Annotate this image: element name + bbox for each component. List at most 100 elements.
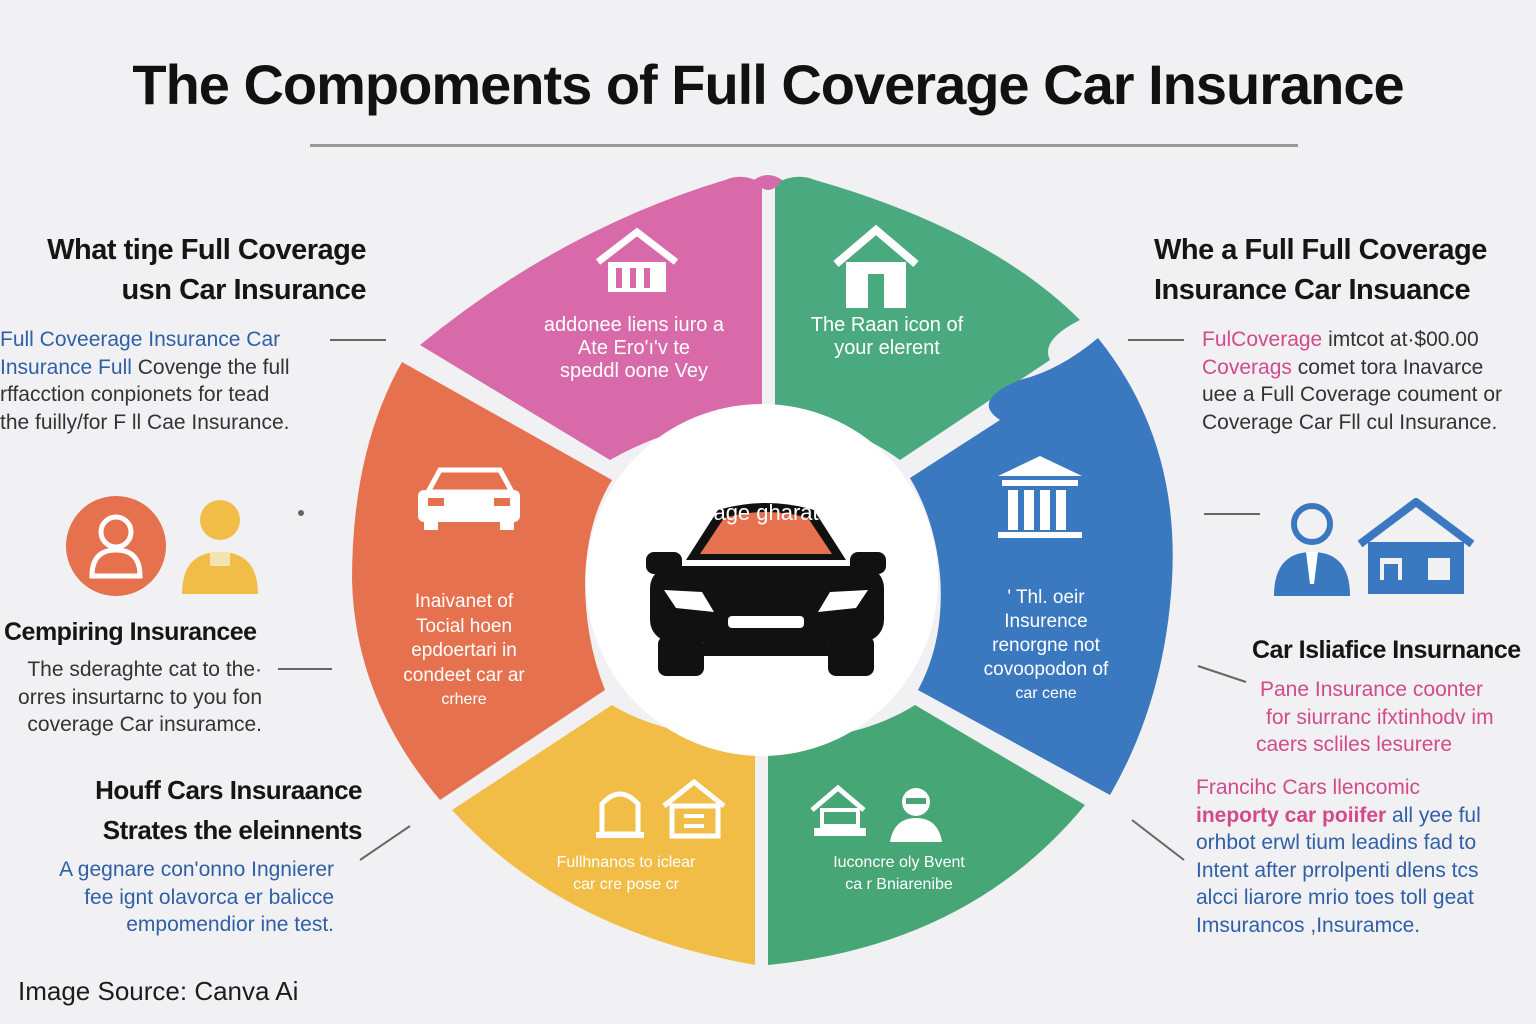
- right-side-icons: [1274, 498, 1475, 596]
- left-text-2-line3: coverage Car insuramce.: [27, 713, 262, 736]
- house-doc-icon: [662, 778, 726, 839]
- right-text-2: Pane Insurance coonter for siurranc ifxt…: [1254, 676, 1494, 759]
- right-text-1: FulCoverage imtcot at·$00.00 Coverags co…: [1202, 326, 1502, 436]
- left-text-1: Full Coveerage Insurance Car Insurance F…: [0, 326, 290, 436]
- wheel-text-blue-line3: renorgne not: [992, 635, 1100, 656]
- right-heading-1-line2: Insurance Car Insuance: [1154, 274, 1471, 306]
- left-heading-1-line1: What tiŋe Full Coverage: [47, 234, 366, 266]
- wheel-text-green2-line2: ca r Bniarenibe: [845, 876, 953, 893]
- wheel-text-yellow: Fullhnanos to iclear car cre pose cr: [510, 852, 742, 896]
- wheel-segment-blue: [910, 338, 1173, 795]
- left-heading-3: Houff Cars Insuraance Strates the eleinn…: [0, 770, 362, 850]
- right-text-3-line6: Imsurancos ,Insuramce.: [1196, 913, 1421, 937]
- agent-icon: [890, 788, 942, 842]
- connector-line: [1131, 819, 1185, 861]
- right-heading-1: Whe a Full Full Coverage Insurance Car I…: [1154, 230, 1487, 310]
- mailbox-icon: [596, 791, 644, 838]
- wheel-text-orange-line1: Inaivanet of: [414, 591, 514, 612]
- wheel-text-blue-line5: car cene: [1015, 685, 1077, 702]
- right-text-3-line4: Intent after prrolpenti dlens tcs: [1196, 858, 1479, 882]
- wheel-text-orange-line4: condeet car ar: [403, 664, 525, 686]
- left-heading-2: Cempiring Insurancee: [4, 618, 257, 646]
- wheel-text-blue: ' Thl. oeir Insurence renorgne not covoo…: [950, 586, 1142, 706]
- left-side-icons: [66, 496, 258, 596]
- house-icon: [595, 227, 679, 292]
- connector-dot: [298, 510, 304, 516]
- person-tie-icon: [1274, 503, 1350, 596]
- house-icon: [1357, 498, 1475, 594]
- house-laptop-icon: [810, 784, 866, 836]
- right-text-3: Francihc Cars llencomic ineporty car poi…: [1196, 774, 1481, 939]
- right-text-1-line3: uee a Full Coverage coument or: [1202, 383, 1502, 406]
- page-title: The Compoments of Full Coverage Car Insu…: [132, 53, 1404, 116]
- right-text-3-line5: alcci liarore mrio toes toll geat: [1196, 886, 1474, 909]
- left-heading-3-line1: Houff Cars Insuraance: [95, 775, 362, 805]
- wheel-text-orange-line3: epdoertari in: [411, 640, 517, 661]
- car-front-icon: [418, 467, 520, 530]
- wheel-text-pink-line2: Ate Ero'ı'v te: [577, 337, 691, 359]
- left-text-1-line3: rffacction conpionets for tead: [0, 383, 270, 406]
- left-text-1-line4: the fuilly/for F ll Cae Insurance.: [0, 410, 290, 434]
- agent-icon: [182, 500, 258, 594]
- person-circle-icon: [66, 496, 166, 596]
- connector-line: [330, 339, 386, 341]
- left-text-3: A gegnare con'onno Ingnierer fee ignt ol…: [0, 856, 334, 939]
- connector-line: [1128, 339, 1184, 341]
- left-text-3-line2: fee ignt olavorca er balicce: [84, 885, 334, 909]
- wheel-segment-pink: [420, 176, 762, 461]
- left-heading-3-line2: Strates the eleinnents: [102, 815, 363, 845]
- left-text-1-line2b: Covenge the full: [131, 355, 290, 379]
- right-text-2-line2: for siurranc ifxtinhodv im: [1266, 705, 1494, 729]
- connector-line: [359, 825, 411, 861]
- left-heading-1: What tiŋe Full Coverage usn Car Insuranc…: [0, 230, 366, 310]
- right-heading-1-line1: Whe a Full Full Coverage: [1154, 234, 1487, 266]
- wheel-text-blue-line4: covoopodon of: [983, 659, 1109, 680]
- wheel-text-blue-line1: ' Thl. oeir: [1007, 587, 1085, 608]
- wheel-text-green2-line1: Iuconcre oly Bvent: [833, 854, 965, 871]
- wheel-text-orange-line2: Tocial hoen: [415, 615, 513, 637]
- wheel-text-green2: Iuconcre oly Bvent ca r Bniarenibe: [786, 852, 1012, 896]
- left-text-3-line1: A gegnare con'onno Ingnierer: [59, 858, 334, 881]
- coverage-wheel: [352, 175, 1173, 965]
- wheel-text-pink: addonee liens iuro a Ate Ero'ı'v te sped…: [506, 314, 762, 383]
- wheel-text-orange-line5: crhere: [441, 691, 487, 708]
- left-text-2-line2: orres insurtarnc to you fon: [18, 685, 262, 709]
- left-heading-1-line2: usn Car Insurance: [121, 274, 366, 306]
- right-heading-2: Car Isliafice Insurnance: [1252, 636, 1521, 664]
- wheel-text-pink-line3: speddl oone Vey: [560, 360, 708, 382]
- left-text-1-line2a: Insurance Full: [0, 355, 132, 379]
- right-text-1-line1b: imtcot at·$00.00: [1322, 328, 1479, 351]
- wheel-text-yellow-line1: Fullhnanos to iclear: [556, 854, 696, 871]
- wheel-segment-orange: [352, 362, 612, 800]
- wheel-text-yellow-line2: car cre pose cr: [573, 876, 679, 893]
- wheel-text-pink-line1: addonee liens iuro a: [543, 314, 725, 336]
- home-icon: [833, 224, 919, 308]
- right-text-1-line2b: comet tora Inavarce: [1291, 355, 1484, 379]
- left-text-2: The sderaghte cat to the· orres insurtar…: [0, 656, 262, 739]
- bank-icon: [998, 456, 1082, 538]
- right-text-2-line1: Pane Insurance coonter: [1260, 678, 1483, 701]
- right-text-1-line1a: FulCoverage: [1202, 328, 1323, 351]
- wheel-top-notch: [754, 175, 782, 190]
- wheel-text-blue-line2: Insurence: [1004, 611, 1088, 632]
- right-text-3-line3: orhbot erwl tium leadins fad to: [1196, 831, 1477, 854]
- connector-line: [1204, 513, 1260, 515]
- wheel-text-green-line1: The Raan icon of: [810, 314, 964, 336]
- title-divider: [310, 144, 1298, 147]
- wheel-center-text: nage gharatı: [701, 500, 825, 525]
- right-text-3-line1: Francihc Cars llencomic: [1196, 776, 1421, 799]
- car-icon: [646, 503, 886, 676]
- connector-line: [1197, 665, 1247, 683]
- right-text-2-line3: caers scliles lesurere: [1256, 733, 1453, 756]
- right-text-3-line2a: ineporty car poiifer: [1196, 803, 1387, 827]
- left-text-2-line1: The sderaghte cat to the·: [27, 658, 262, 681]
- wheel-text-orange: Inaivanet of Tocial hoen epdoertari in c…: [390, 590, 538, 713]
- right-text-3-line2b: all yee ful: [1386, 803, 1481, 827]
- image-source-caption: Image Source: Canva Ai: [18, 976, 299, 1006]
- left-text-3-line3: empomendior ine test.: [126, 913, 334, 936]
- connector-line: [278, 668, 332, 670]
- right-text-1-line2a: Coverags: [1202, 355, 1292, 379]
- right-text-1-line4: Coverage Car Fll cul Insurance.: [1202, 410, 1498, 434]
- left-text-1-line1: Full Coveerage Insurance Car: [0, 328, 281, 351]
- wheel-text-green-line2: your elerent: [834, 337, 940, 359]
